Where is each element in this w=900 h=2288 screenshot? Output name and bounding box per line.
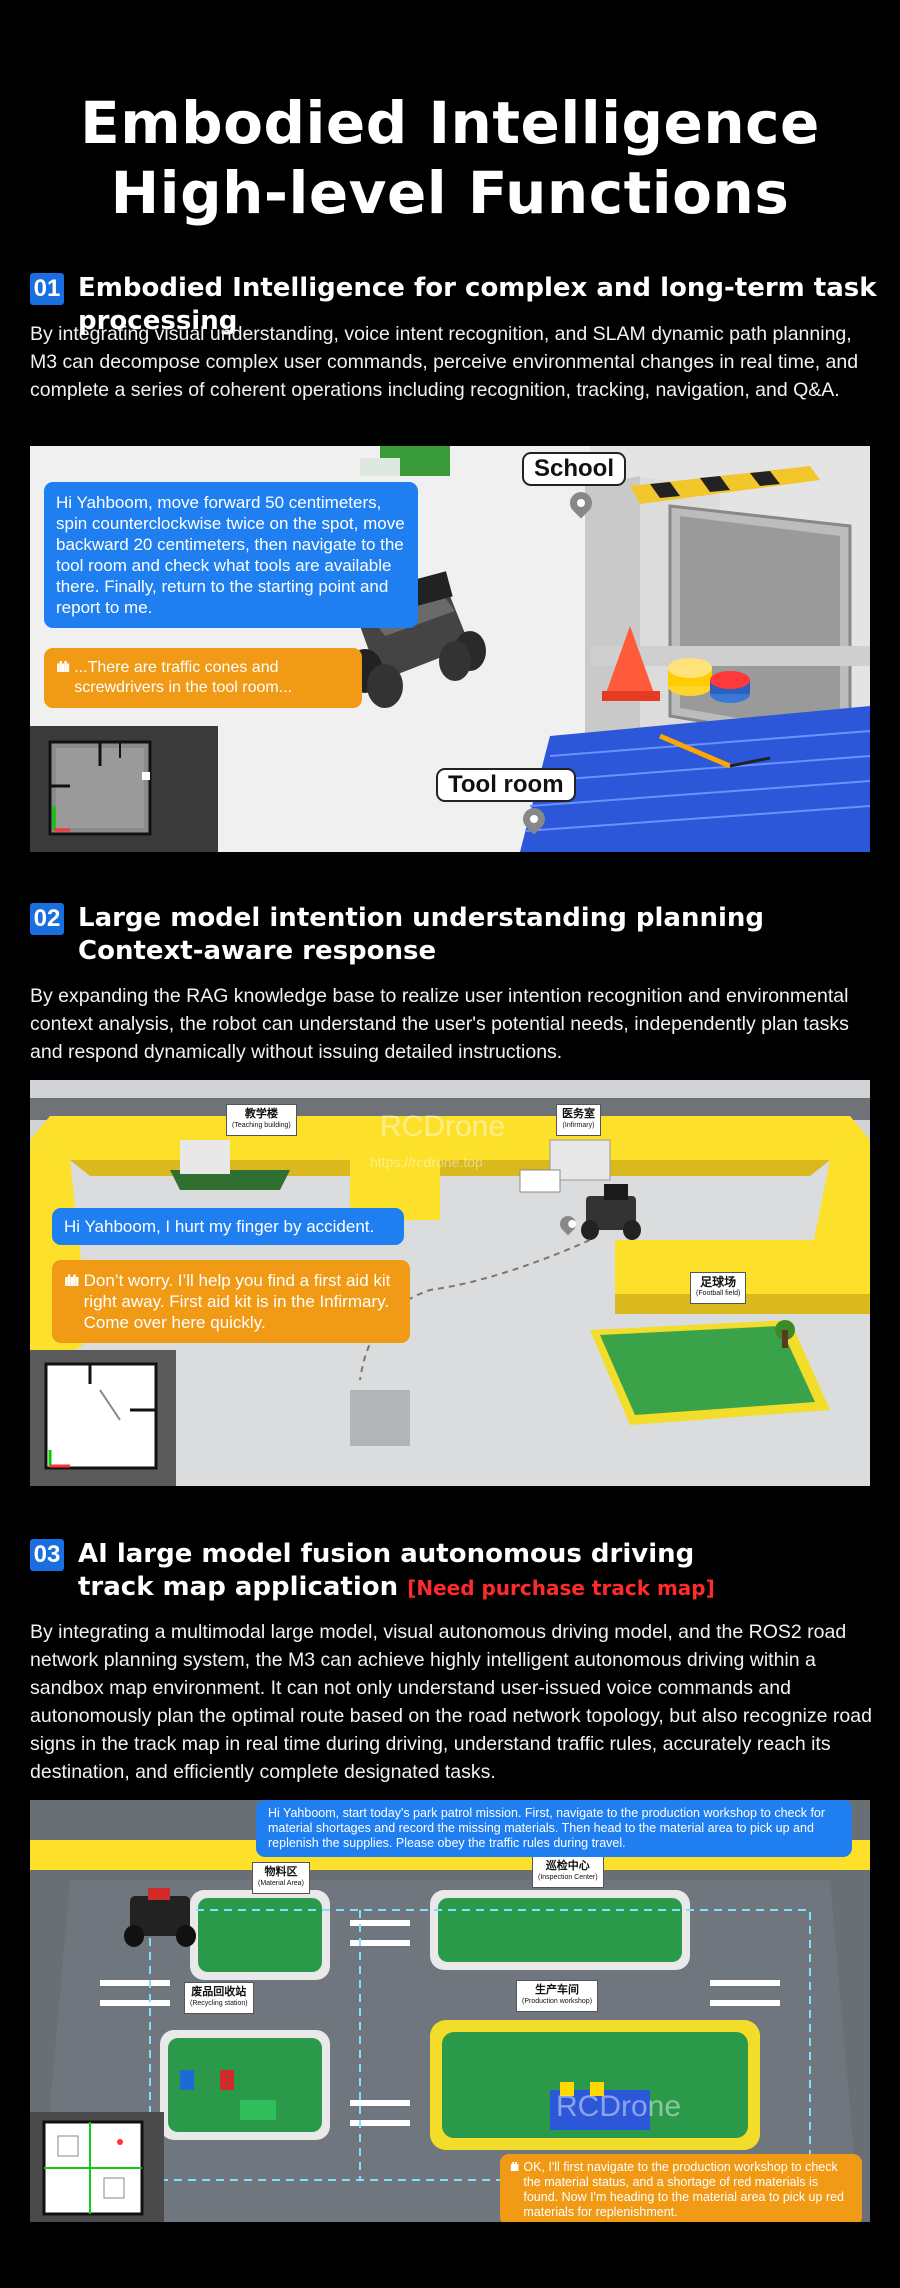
section1-title: Embodied Intelligence for complex and lo… bbox=[78, 272, 900, 338]
section1-number-badge: 01 bbox=[30, 273, 64, 305]
section2-title-line2: Context-aware response bbox=[78, 936, 437, 966]
section3-user-voice-bubble: Hi Yahboom, start today's park patrol mi… bbox=[256, 1800, 852, 1857]
section3-slam-minimap bbox=[30, 2112, 164, 2222]
section1-scene-image: School Tool room Hi Yahboom, move forwar… bbox=[30, 446, 870, 852]
sign-production-workshop: 生产车间 (Production workshop) bbox=[516, 1980, 599, 2012]
robot-car-graphic bbox=[124, 1888, 196, 1947]
robot-car-graphic bbox=[581, 1184, 641, 1240]
sign-recycling-station: 废品回收站 (Recycling station) bbox=[184, 1982, 254, 2014]
section2-scene-image: 教学楼 (Teaching building) 医务室 (Infirmary) … bbox=[30, 1080, 870, 1486]
section3-title-note: [Need purchase track map] bbox=[407, 1576, 715, 1600]
section2-header: 02 Large model intention understanding p… bbox=[30, 902, 764, 968]
section1-robot-bubble-text: ...There are traffic cones and screwdriv… bbox=[74, 659, 293, 696]
sign-recycling-en-text: (Recycling station) bbox=[190, 2000, 248, 2007]
section2-title: Large model intention understanding plan… bbox=[78, 902, 764, 968]
sign-teaching-text: 教学楼 bbox=[244, 1108, 278, 1120]
sign-teaching-building: 教学楼 (Teaching building) bbox=[226, 1104, 297, 1136]
section1-title-text: Embodied Intelligence for complex and lo… bbox=[78, 273, 877, 336]
sign-production-text: 生产车间 bbox=[535, 1984, 580, 1996]
section1-robot-reply-bubble: ıIıIı ...There are traffic cones and scr… bbox=[44, 648, 362, 708]
sign-inspection-text: 巡检中心 bbox=[545, 1860, 590, 1872]
section1-slam-minimap bbox=[30, 726, 218, 852]
slam-map-graphic bbox=[42, 2120, 144, 2216]
section2-user-voice-bubble: Hi Yahboom, I hurt my finger by accident… bbox=[52, 1208, 404, 1245]
section3-watermark: RCDrone bbox=[556, 2090, 682, 2123]
voice-wave-icon: ıIıIı bbox=[510, 2160, 519, 2174]
section3-scene-image: 物料区 (Material Area) 巡检中心 (Inspection Cen… bbox=[30, 1800, 870, 2222]
section3-robot-bubble-text: OK, I'll first navigate to the productio… bbox=[523, 2160, 844, 2219]
sign-football-en-text: (Football field) bbox=[696, 1290, 741, 1297]
section3-robot-reply-bubble: ıIıIı OK, I'll first navigate to the pro… bbox=[500, 2154, 862, 2222]
page-title: Embodied Intelligence High-level Functio… bbox=[0, 88, 900, 228]
sign-football-text: 足球场 bbox=[700, 1275, 737, 1289]
section2-watermark-url: https://rcdrone.top bbox=[370, 1154, 483, 1170]
sign-material-area: 物料区 (Material Area) bbox=[252, 1862, 310, 1894]
slam-map-graphic bbox=[48, 740, 152, 836]
page-title-line1: Embodied Intelligence bbox=[80, 89, 820, 157]
section3-title-line1: AI large model fusion autonomous driving bbox=[78, 1539, 695, 1569]
section2-user-bubble-text: Hi Yahboom, I hurt my finger by accident… bbox=[64, 1217, 375, 1236]
sign-football-field: 足球场 (Football field) bbox=[690, 1272, 747, 1304]
track-map-scene-graphic bbox=[30, 1800, 870, 2222]
section2-robot-bubble-text: Don’t worry. I’ll help you find a first … bbox=[83, 1271, 391, 1332]
section1-description: By integrating visual understanding, voi… bbox=[30, 323, 859, 401]
section2-title-line1: Large model intention understanding plan… bbox=[78, 903, 765, 933]
section1-user-voice-bubble: Hi Yahboom, move forward 50 centimeters,… bbox=[44, 482, 418, 628]
label-school: School bbox=[522, 452, 627, 486]
sign-inspection-center: 巡检中心 (Inspection Center) bbox=[532, 1856, 604, 1888]
sign-infirmary: 医务室 (Infirmary) bbox=[556, 1104, 601, 1136]
voice-wave-icon: ıIıIı bbox=[56, 659, 70, 676]
section2-robot-reply-bubble: ıIıIı Don’t worry. I’ll help you find a … bbox=[52, 1260, 410, 1343]
section1-user-bubble-text: Hi Yahboom, move forward 50 centimeters,… bbox=[56, 493, 405, 617]
sign-material-en-text: (Material Area) bbox=[258, 1880, 304, 1887]
section3-user-bubble-text: Hi Yahboom, start today's park patrol mi… bbox=[268, 1806, 826, 1850]
sign-infirmary-en-text: (Infirmary) bbox=[562, 1122, 595, 1129]
sign-teaching-en-text: (Teaching building) bbox=[232, 1122, 291, 1129]
section3-title: AI large model fusion autonomous driving… bbox=[78, 1538, 715, 1605]
voice-wave-icon: ıIıIı bbox=[64, 1271, 80, 1290]
section3-title-line2: track map application bbox=[78, 1572, 399, 1602]
sign-recycling-text: 废品回收站 bbox=[191, 1986, 247, 1998]
section3-title-line2-wrap: track map application [Need purchase tra… bbox=[78, 1571, 715, 1605]
section3-header: 03 AI large model fusion autonomous driv… bbox=[30, 1538, 715, 1605]
section2-description: By expanding the RAG knowledge base to r… bbox=[30, 985, 849, 1063]
sign-production-en-text: (Production workshop) bbox=[522, 1998, 593, 2005]
section3-description: By integrating a multimodal large model,… bbox=[30, 1621, 872, 1783]
sign-material-text: 物料区 bbox=[264, 1866, 298, 1878]
section2-slam-minimap bbox=[30, 1350, 176, 1486]
sign-infirmary-text: 医务室 bbox=[562, 1108, 595, 1120]
page-title-line2: High-level Functions bbox=[110, 159, 790, 227]
section1-header: 01 Embodied Intelligence for complex and… bbox=[30, 272, 900, 338]
section2-watermark: RCDrone bbox=[380, 1110, 506, 1143]
sign-inspection-en-text: (Inspection Center) bbox=[538, 1874, 598, 1881]
section2-number-badge: 02 bbox=[30, 903, 64, 935]
slam-map-graphic bbox=[44, 1362, 158, 1470]
label-tool-room: Tool room bbox=[436, 768, 576, 802]
section3-number-badge: 03 bbox=[30, 1539, 64, 1571]
